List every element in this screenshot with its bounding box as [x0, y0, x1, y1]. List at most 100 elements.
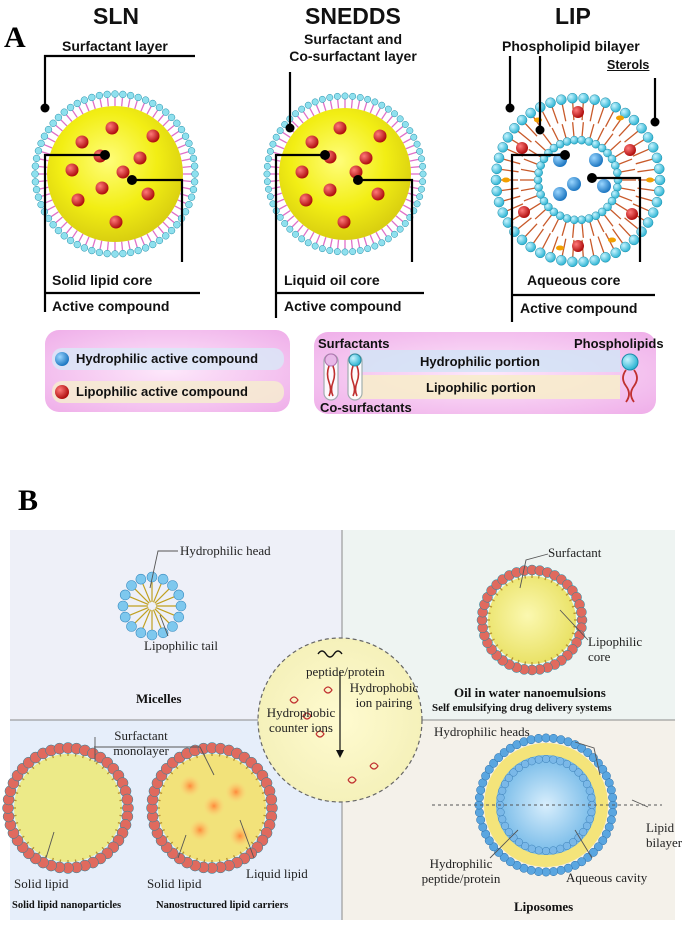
counter-ion: [302, 712, 312, 720]
liposome-leaders: [432, 741, 662, 859]
bsln-core: [14, 754, 122, 862]
lip-outer-head: [509, 123, 520, 134]
snedds-surfactant-head: [396, 225, 404, 233]
snedds-surfactant-head: [371, 242, 379, 250]
liposome-inner-head: [549, 846, 558, 855]
ion-pairing-line2: ion pairing: [355, 695, 413, 710]
bsln-monolayer-tail: [21, 777, 25, 781]
lip-outer-tail: [541, 111, 551, 128]
bsln-monolayer-tail: [15, 792, 19, 794]
lip-outer-head: [567, 92, 578, 104]
snedds-lipophilic-compound: [373, 129, 387, 143]
sln-surfactant-tail: [179, 151, 189, 155]
bsln-monolayer-tail: [31, 766, 35, 770]
liposome-inner-head: [556, 757, 565, 766]
sln-solid-lipid-label-1: Solid lipid: [14, 876, 69, 891]
lip-outer-head: [545, 97, 556, 108]
sln-surfactant-tail: [71, 109, 78, 118]
emulsion-surfactant-tail: [571, 632, 575, 635]
nlc-liquid-lipid: [203, 795, 225, 817]
snedds-surfactant-head: [265, 155, 272, 163]
snedds-surfactant-tail: [363, 236, 368, 246]
emulsion-core: [488, 576, 576, 664]
sln-particle: [31, 90, 199, 258]
nlc-monolayer-tail: [255, 777, 259, 781]
snedds-surfactant-head: [371, 98, 379, 106]
lip-inner-head: [570, 215, 579, 225]
lip-outer-tail: [507, 203, 524, 212]
bilayer-line1: Lipid: [646, 820, 675, 835]
liposome-inner-head: [527, 757, 536, 766]
nlc-monolayer-tail: [188, 758, 191, 761]
snedds-surfactant-tail: [286, 215, 295, 222]
bsln-monolayer-tail: [26, 771, 30, 775]
lip-inner-head: [597, 143, 607, 153]
lip-inner-tail: [534, 209, 546, 220]
lip-outer-head: [556, 94, 567, 105]
emulsion-surfactant-tail: [556, 653, 559, 657]
lip-sterol: [556, 245, 564, 251]
sln-surfactant-head: [60, 108, 68, 116]
snedds-surfactant-head: [286, 225, 294, 233]
sln-surfactant-head: [66, 103, 75, 112]
monolayer-line1: Surfactant: [114, 728, 168, 743]
micelle-tail: [142, 583, 152, 603]
liposome-inner-head: [534, 846, 543, 855]
micelle-head: [119, 611, 131, 623]
emulsion-surfactant-tail: [499, 649, 503, 653]
sln-surfactant-head: [155, 103, 164, 112]
liposome-inner-head: [562, 760, 571, 769]
lip-outer-head: [610, 247, 621, 259]
sln-surfactant-tail: [171, 130, 180, 137]
sln-surfactant-head: [162, 232, 170, 240]
phospholipid-icon: [621, 353, 639, 403]
snedds-surfactant-tail: [369, 104, 375, 114]
nlc-monolayer-tail: [196, 755, 198, 759]
liposome-outer-head: [534, 733, 543, 743]
lip-outer-head: [502, 132, 514, 143]
sln-surfactant-head: [119, 90, 127, 99]
micelle-tail: [134, 588, 150, 604]
liposome-outer-head: [549, 733, 558, 743]
bsln-monolayer-head: [121, 793, 134, 806]
lip-inner-tail: [561, 124, 567, 138]
micelle-head: [135, 627, 147, 639]
micelle-tail: [152, 583, 162, 603]
sln-surfactant-tail: [99, 240, 103, 250]
snedds-surfactant-tail: [302, 228, 309, 237]
snedds-surfactant-tail: [291, 120, 299, 128]
nlc-monolayer-tail: [165, 777, 169, 781]
snedds-surfactant-tail: [315, 234, 321, 244]
lip-sterols-label: Sterols: [607, 58, 650, 72]
emulsion-surfactant-tail: [550, 657, 554, 661]
nlc-monolayer-tail: [170, 771, 174, 775]
nlc-liquid-lipid: [229, 825, 251, 847]
snedds-surfactant-head: [281, 220, 289, 227]
lip-outer-tail: [589, 238, 595, 256]
sln-surfactant-head: [177, 125, 186, 134]
lip-outer-head: [578, 92, 589, 104]
sln-leader-dot: [40, 103, 50, 113]
emulsion-surfactant-tail: [489, 632, 493, 635]
snedds-surfactant-tail: [381, 228, 388, 237]
snedds-surfactant-tail: [391, 220, 399, 228]
liposome-outer-head: [556, 865, 566, 875]
sln-surfactant-tail: [65, 114, 73, 122]
bsln-monolayer-tail: [106, 841, 110, 845]
nlc-monolayer-tail: [226, 857, 228, 861]
lip-inner-tail: [520, 168, 535, 173]
liposome-inner-head: [585, 815, 594, 824]
lip-inner-tail: [618, 158, 633, 165]
snedds-surfactant-head: [413, 200, 421, 208]
solid-lipid-nanoparticle: [2, 742, 134, 874]
snedds-surfactant-tail: [369, 234, 375, 244]
sln-surfactant-head: [190, 178, 199, 186]
snedds-surfactant-head: [391, 110, 398, 118]
lip-inner-tail: [534, 140, 546, 151]
lip-inner-tail: [528, 202, 541, 212]
nlc-monolayer-tail: [226, 755, 228, 759]
liposome-inner-head: [587, 793, 596, 802]
lip-sterol: [616, 115, 624, 121]
sln-surfactant-tail: [181, 158, 191, 162]
